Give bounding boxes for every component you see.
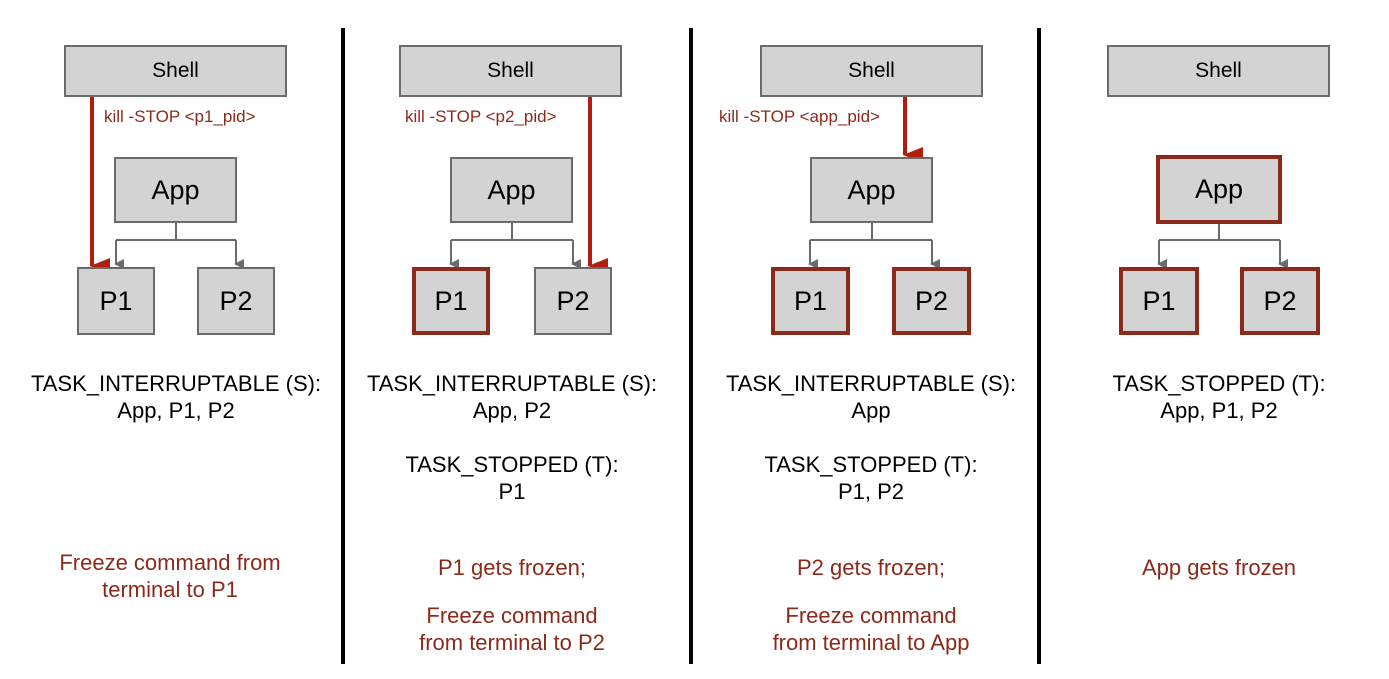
app-box: App bbox=[450, 157, 573, 223]
p2-box: P2 bbox=[534, 267, 612, 335]
panel-4: Shell App P1 P2 TASK_STOPPED (T): App, P… bbox=[1041, 0, 1389, 679]
state-group: TASK_INTERRUPTABLE (S): App, P2 bbox=[345, 370, 679, 424]
panel-divider bbox=[341, 28, 345, 664]
panel-3: Shell kill -STOP <app_pid> App P1 P2 TAS… bbox=[693, 0, 1036, 679]
caption: P1 gets frozen; bbox=[345, 554, 679, 581]
shell-box: Shell bbox=[1107, 45, 1330, 97]
process-tree-connectors bbox=[90, 96, 244, 274]
panel-divider bbox=[1037, 28, 1041, 664]
state-group: TASK_INTERRUPTABLE (S): App bbox=[693, 370, 1049, 424]
p1-box-frozen: P1 bbox=[771, 267, 850, 335]
state-group: TASK_INTERRUPTABLE (S): App, P1, P2 bbox=[0, 370, 352, 424]
kill-command-label: kill -STOP <app_pid> bbox=[719, 107, 880, 126]
caption-line: P1 gets frozen; bbox=[438, 555, 586, 580]
state-group: TASK_STOPPED (T): P1, P2 bbox=[693, 451, 1049, 505]
state-title: TASK_STOPPED (T): bbox=[1112, 371, 1326, 396]
panel-1: Shell kill -STOP <p1_pid> App P1 P2 TASK… bbox=[0, 0, 340, 679]
caption-line: terminal to P1 bbox=[102, 577, 238, 602]
caption: Freeze command from terminal to App bbox=[693, 602, 1049, 656]
p2-box-frozen: P2 bbox=[1240, 267, 1320, 335]
p1-box: P1 bbox=[77, 267, 155, 335]
caption: App gets frozen bbox=[1041, 554, 1389, 581]
process-tree-connectors bbox=[1157, 223, 1288, 269]
caption-line: from terminal to P2 bbox=[419, 630, 605, 655]
p1-box-frozen: P1 bbox=[1119, 267, 1199, 335]
caption-line: Freeze command from bbox=[59, 550, 281, 575]
state-list: App, P1, P2 bbox=[117, 398, 235, 423]
app-box: App bbox=[810, 157, 933, 223]
kill-command-label: kill -STOP <p1_pid> bbox=[104, 107, 256, 126]
state-title: TASK_STOPPED (T): bbox=[764, 452, 978, 477]
state-list: App bbox=[851, 398, 891, 423]
state-list: P1 bbox=[498, 479, 526, 504]
caption: Freeze command from terminal to P2 bbox=[345, 602, 679, 656]
panel-2: Shell kill -STOP <p2_pid> App P1 P2 TASK… bbox=[345, 0, 688, 679]
kill-command-label: kill -STOP <p2_pid> bbox=[405, 107, 557, 126]
caption-line: Freeze command bbox=[426, 603, 598, 628]
state-group: TASK_STOPPED (T): P1 bbox=[345, 451, 679, 505]
caption-line: P2 gets frozen; bbox=[797, 555, 945, 580]
state-title: TASK_INTERRUPTABLE (S): bbox=[366, 371, 658, 396]
shell-box: Shell bbox=[399, 45, 622, 97]
state-title: TASK_INTERRUPTABLE (S): bbox=[30, 371, 322, 396]
app-box: App bbox=[114, 157, 237, 223]
p1-box-frozen: P1 bbox=[412, 267, 490, 335]
panel-divider bbox=[689, 28, 693, 664]
caption-line: from terminal to App bbox=[772, 630, 970, 655]
caption: P2 gets frozen; bbox=[693, 554, 1049, 581]
state-list: App, P1, P2 bbox=[1160, 398, 1278, 423]
state-list: P1, P2 bbox=[837, 479, 905, 504]
shell-box: Shell bbox=[64, 45, 287, 97]
process-tree-connectors bbox=[808, 96, 940, 269]
caption-line: App gets frozen bbox=[1141, 555, 1297, 580]
state-title: TASK_STOPPED (T): bbox=[405, 452, 619, 477]
shell-box: Shell bbox=[760, 45, 983, 97]
app-box-frozen: App bbox=[1156, 155, 1282, 224]
state-title: TASK_INTERRUPTABLE (S): bbox=[725, 371, 1017, 396]
caption: Freeze command from terminal to P1 bbox=[0, 549, 340, 603]
process-tree-connectors bbox=[449, 96, 608, 274]
state-group: TASK_STOPPED (T): App, P1, P2 bbox=[1041, 370, 1389, 424]
p2-box: P2 bbox=[197, 267, 275, 335]
p2-box-frozen: P2 bbox=[892, 267, 971, 335]
state-list: App, P2 bbox=[472, 398, 552, 423]
caption-line: Freeze command bbox=[785, 603, 957, 628]
